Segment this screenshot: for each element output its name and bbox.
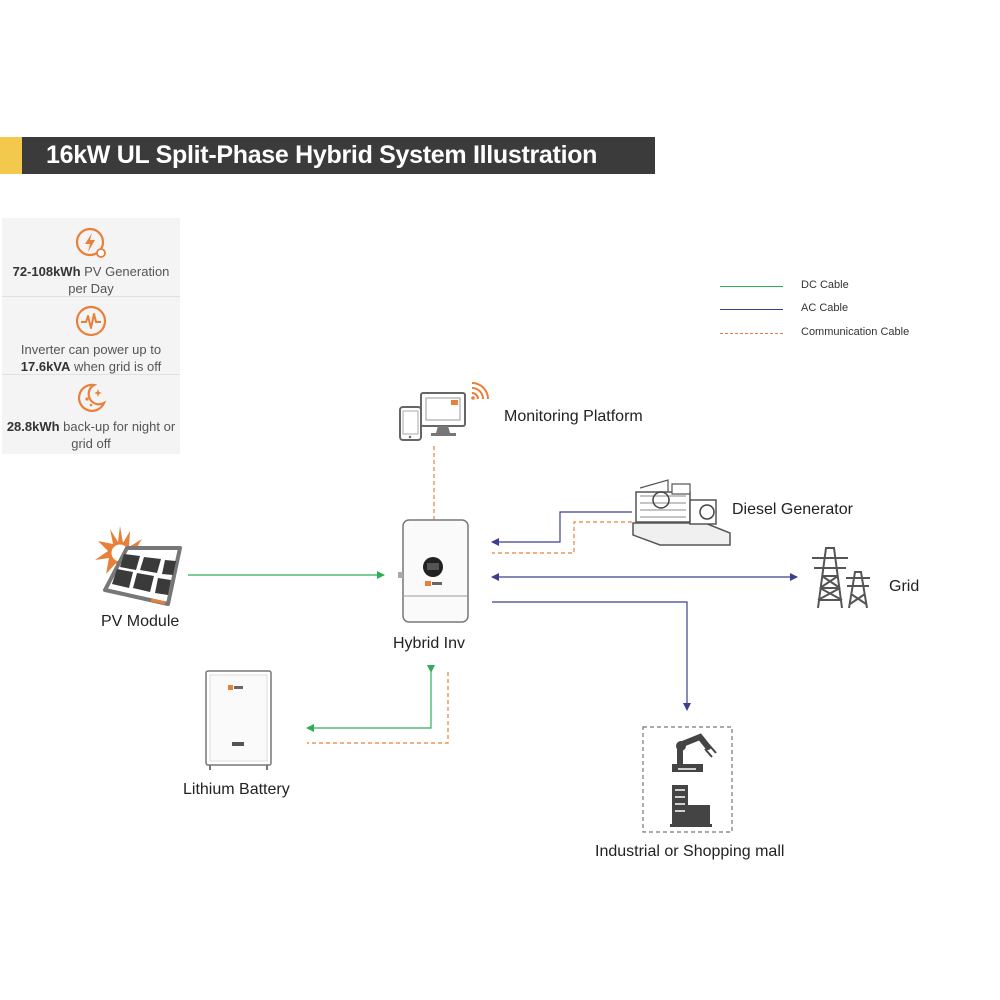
diesel-generator-icon	[632, 479, 731, 546]
feature-inverter-power: Inverter can power up to 17.6kVA when gr…	[2, 304, 180, 375]
feature-divider	[2, 296, 180, 297]
communication-cable-swatch	[720, 333, 783, 334]
moon-stars-icon	[77, 383, 107, 412]
ac-cable-swatch	[720, 309, 783, 310]
feature-backup: 28.8kWh back-up for night or grid off	[2, 381, 180, 452]
feature-pv-generation: 72-108kWh PV Generation per Day	[2, 226, 180, 297]
feature-3-text: back-up for night or grid off	[59, 419, 176, 451]
ac-cable-load	[492, 601, 691, 711]
hybrid-inverter-label: Hybrid Inv	[393, 635, 466, 652]
feature-2-text-after: when grid is off	[70, 359, 162, 374]
dc-cable-swatch	[720, 286, 783, 287]
feature-divider	[2, 374, 180, 375]
lithium-battery-icon	[205, 670, 272, 770]
legend-dc-cable: DC Cable	[720, 278, 950, 296]
monitoring-platform-label: Monitoring Platform	[504, 408, 643, 425]
industrial-label: Industrial or Shopping mall	[595, 843, 785, 860]
industrial-load-icon	[642, 726, 733, 833]
power-waveform-icon	[75, 305, 107, 337]
page-title: 16kW UL Split-Phase Hybrid System Illust…	[46, 141, 598, 169]
pv-module-label: PV Module	[101, 613, 180, 630]
comm-cable-generator	[492, 521, 632, 554]
title-bar: 16kW UL Split-Phase Hybrid System Illust…	[0, 137, 655, 174]
title-accent	[0, 137, 22, 174]
diesel-generator-label: Diesel Generator	[732, 501, 853, 518]
feature-2-bold: 17.6kVA	[20, 359, 71, 374]
feature-1-bold: 72-108kWh	[12, 264, 81, 279]
feature-2-text-before: Inverter can power up to	[20, 342, 162, 357]
legend: DC Cable AC Cable Communication Cable	[720, 278, 950, 348]
dc-cable-battery	[306, 665, 435, 732]
legend-label: AC Cable	[801, 302, 849, 314]
grid-label: Grid	[889, 578, 920, 595]
feature-1-text: PV Generation per Day	[68, 264, 170, 296]
grid-pylon-icon	[812, 547, 870, 609]
comm-cable-battery	[307, 672, 449, 744]
legend-label: DC Cable	[801, 279, 849, 291]
lithium-battery-label: Lithium Battery	[183, 781, 290, 798]
features-panel: 72-108kWh PV Generation per Day Inverter…	[2, 218, 180, 454]
pv-module-icon	[95, 526, 182, 606]
legend-communication-cable: Communication Cable	[720, 325, 950, 343]
monitoring-platform-icon	[399, 382, 489, 441]
legend-label: Communication Cable	[801, 326, 910, 338]
ac-cable-generator	[491, 511, 632, 546]
hybrid-inverter-icon	[398, 519, 469, 623]
feature-3-bold: 28.8kWh	[6, 419, 60, 434]
legend-ac-cable: AC Cable	[720, 301, 950, 319]
lightning-bolt-icon	[75, 227, 106, 258]
